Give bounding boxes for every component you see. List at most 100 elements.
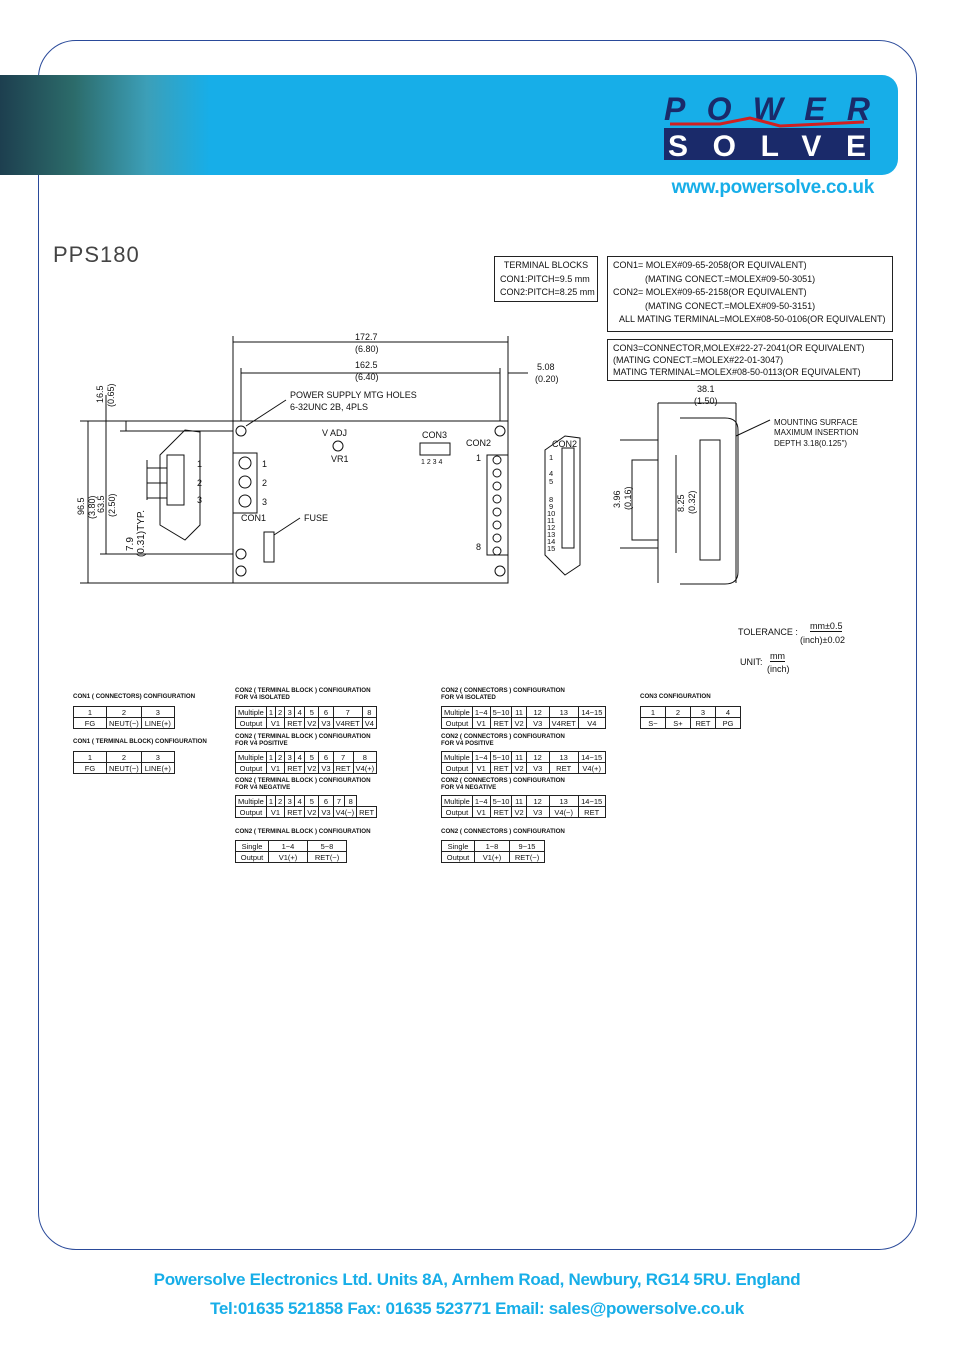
table-cell: V4 [361, 717, 377, 729]
side-pin: 1 [549, 453, 553, 462]
terminal-blocks-note: TERMINAL BLOCKS CON1:PITCH=9.5 mm CON2:P… [494, 256, 598, 302]
table-cell: RET [284, 717, 306, 729]
table-cell: V1(+) [474, 851, 510, 863]
mount-line-3: DEPTH 3.18(0.125") [774, 439, 847, 448]
table-cell: 2 [106, 751, 142, 763]
table-title-line: FOR V4 POSITIVE [441, 740, 494, 747]
table-cell: V4RET [332, 717, 363, 729]
table-title-line: FOR V4 NEGATIVE [235, 784, 291, 791]
table-cell: 8 [344, 795, 358, 807]
table-cell: S+ [665, 717, 691, 729]
table-cell: V2 [304, 717, 320, 729]
table-cell: Multiple [235, 751, 267, 763]
con2-cn-single-title: CON2 ( CONNECTORS ) CONFIGURATION [441, 828, 565, 835]
table-cell: V2 [511, 717, 527, 729]
dim-162: 162.5 [355, 360, 378, 370]
table-cell: 3 [140, 706, 175, 718]
vadj-label: V ADJ [322, 428, 347, 438]
table-cell: LINE(+) [140, 762, 175, 774]
note-line: (MATING CONECT.=MOLEX#22-01-3047) [613, 355, 784, 365]
dim-825: 8.25 [676, 494, 686, 512]
table-cell: 1−4 [471, 706, 491, 718]
table-cell: 5−10 [489, 751, 513, 763]
side-pin: 15 [547, 544, 555, 553]
table-title-line: FOR V4 ISOLATED [441, 694, 496, 701]
tolerance-label: TOLERANCE : [738, 627, 798, 637]
table-cell: 4 [294, 751, 306, 763]
table-title-line: CON2 ( CONNECTORS ) CONFIGURATION [441, 777, 565, 784]
table-cell: 4 [715, 706, 741, 718]
table-cell: Multiple [235, 706, 267, 718]
dim-172: 172.7 [355, 332, 378, 342]
note-line: ALL MATING TERMINAL=MOLEX#08-50-0106(OR … [619, 314, 886, 324]
table-cell: 11 [511, 751, 527, 763]
table-cell: V3 [525, 717, 550, 729]
side-pin: 10 [547, 509, 555, 518]
table-cell: 3 [284, 706, 296, 718]
dim-965: 96.5 [76, 497, 86, 515]
model-title: PPS180 [53, 242, 140, 267]
page-frame [38, 40, 917, 1250]
unit-mm: mm [770, 651, 785, 662]
table-cell: 6 [318, 751, 334, 763]
note-line: (MATING CONECT.=MOLEX#09-50-3151) [645, 300, 816, 311]
side-pin: 5 [549, 477, 553, 486]
footer-contact[interactable]: Tel:01635 521858 Fax: 01635 523771 Email… [210, 1299, 744, 1318]
side-pin: 11 [547, 516, 555, 525]
table-cell: V1 [471, 717, 491, 729]
table-cell: FG [73, 717, 107, 729]
table-cell: RET(−) [307, 851, 347, 863]
note-line: CON2:PITCH=8.25 mm [500, 287, 595, 297]
table-title-line: CON2 ( CONNECTORS ) CONFIGURATION [441, 687, 565, 694]
table-cell: 12 [525, 706, 550, 718]
table-cell: 1−4 [471, 751, 491, 763]
table-cell: RET [548, 762, 579, 774]
table-cell: 8 [361, 706, 377, 718]
table-cell: Single [235, 840, 269, 852]
con1-pin-1: 1 [262, 459, 267, 469]
con-molex-note: CON1= MOLEX#09-65-2058(OR EQUIVALENT) (M… [607, 256, 893, 332]
table-cell: 3 [284, 751, 296, 763]
table-title-line: FOR V4 NEGATIVE [441, 784, 497, 791]
table-cell: V2 [511, 806, 527, 818]
table-title-line: FOR V4 ISOLATED [235, 694, 290, 701]
table-title-line: CON2 ( TERMINAL BLOCK ) CONFIGURATION [235, 733, 371, 740]
side-pin: 14 [547, 537, 555, 546]
unit-inch: (inch) [767, 664, 790, 674]
table-cell: 7 [332, 751, 354, 763]
table-cell: 6 [318, 795, 334, 807]
table-cell: 4 [294, 795, 306, 807]
side-pin: 4 [549, 469, 553, 478]
tolerance-mm: mm±0.5 [810, 621, 843, 632]
table-cell: 4 [294, 706, 306, 718]
dim-396: 3.96 [612, 490, 622, 508]
table-cell: 2 [665, 706, 691, 718]
table-cell: 3 [284, 795, 296, 807]
table-title-line: CON2 ( TERMINAL BLOCK ) CONFIGURATION [235, 687, 371, 694]
note-line: CON1= MOLEX#09-65-2058(OR EQUIVALENT) [613, 260, 807, 270]
table-cell: Output [235, 762, 267, 774]
side-pin-3: 3 [197, 495, 202, 505]
side-pin: 9 [549, 502, 553, 511]
note-line: MATING TERMINAL=MOLEX#08-50-0113(OR EQUI… [613, 367, 861, 377]
table-cell: RET [284, 762, 306, 774]
website-url[interactable]: www.powersolve.co.uk [671, 177, 875, 198]
table-cell: V4 [577, 717, 606, 729]
dim-165: 16.5 [95, 385, 105, 403]
dim-381: 38.1 [697, 384, 715, 394]
table-cell: 1 [640, 706, 666, 718]
